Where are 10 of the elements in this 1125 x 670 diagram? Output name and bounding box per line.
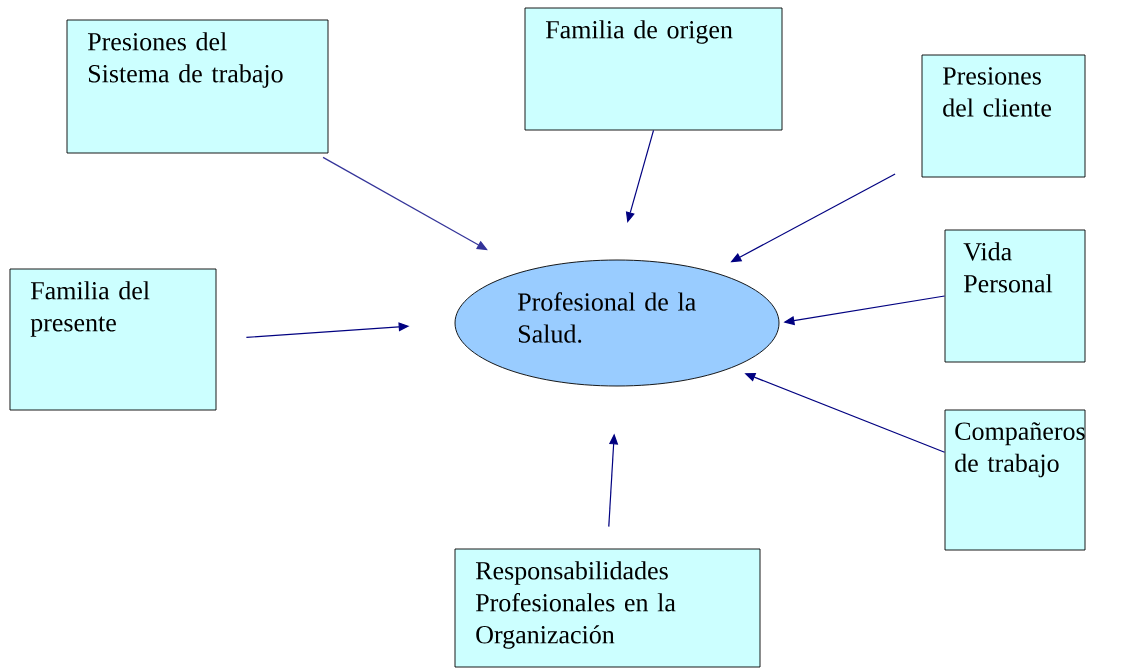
arrow [322,156,488,251]
text-box: Presiones del Sistema de trabajo [66,19,329,154]
text-box: Responsabilidades Profesionales en la Organización [454,548,761,668]
ellipse-node: Profesional de la Salud. [454,259,780,387]
text-box: Vida Personal [944,229,1086,363]
arrow [625,129,655,223]
text-box: Compañeros de trabajo [944,409,1086,551]
text-box: Familia del presente [9,268,217,411]
text-box: Familia de origen [524,7,783,131]
text-box: Presiones del cliente [921,54,1086,178]
